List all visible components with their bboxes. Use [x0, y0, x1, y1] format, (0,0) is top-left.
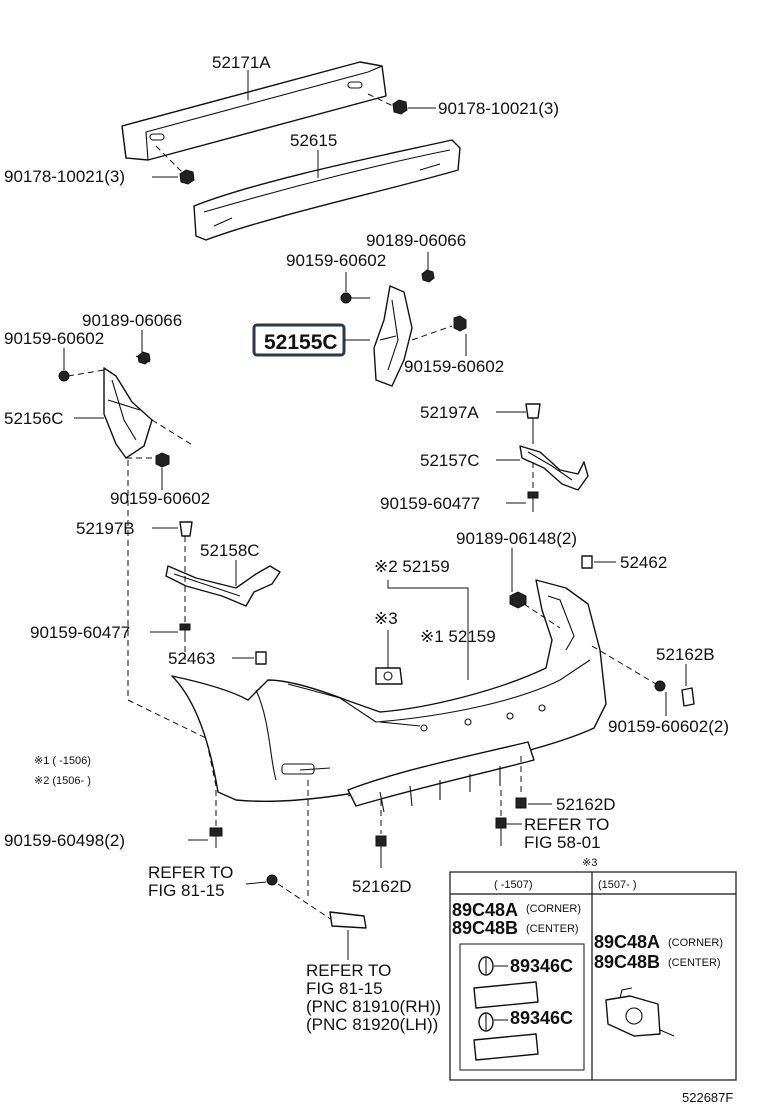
label-lh-nut: 90189-06066: [82, 311, 182, 330]
nut-icon-right: [392, 99, 408, 115]
lower-cover-diffuser: [347, 741, 535, 813]
label-cover-note3: ※3: [374, 609, 398, 628]
inset-col1-note2: (CENTER): [526, 923, 579, 935]
retainer-52156c: [103, 367, 153, 459]
label-lh-bolt-bottom: 90159-60602: [110, 489, 210, 508]
inset-mark: ※3: [582, 857, 597, 869]
label-rh-nut: 90189-06066: [366, 231, 466, 250]
inset-col2-note2: (CENTER): [668, 957, 721, 969]
label-screw-rh: 90159-60477: [380, 494, 480, 513]
label-refer-58-01b: FIG 58-01: [524, 833, 601, 852]
label-nut-left: 90178-10021(3): [4, 167, 125, 186]
retainer-icon-new: [605, 987, 661, 1037]
support-52158c: [165, 565, 281, 607]
label-reflector-1: REFER TO: [306, 961, 391, 980]
inset-col1-part2: 89C48B: [452, 918, 518, 938]
label-52162d-a: 52162D: [352, 877, 412, 896]
label-cover-note2: ※2 52159: [374, 557, 450, 576]
clip-icon-refer-58: [495, 817, 507, 846]
retainer-52155c: [373, 285, 413, 387]
nut-icon-left: [179, 169, 195, 185]
label-52158c: 52158C: [200, 541, 260, 560]
side-cover-52162b: [681, 687, 695, 707]
bolt-icon-lower: [209, 827, 223, 848]
sensor-icon-a: [478, 956, 494, 976]
diagram-id: 522687F: [682, 1090, 733, 1105]
label-reflector-2: FIG 81-15: [306, 979, 383, 998]
inset-col2-part1: 89C48A: [594, 932, 660, 952]
label-52162d-b: 52162D: [556, 795, 616, 814]
label-52156c: 52156C: [4, 409, 64, 428]
sensor-icon-cover: [375, 667, 403, 685]
retainer-icon-b: [473, 1033, 539, 1061]
screw-icon-rh: [527, 491, 539, 512]
inset-col1-note1: (CORNER): [526, 903, 581, 915]
clip-icon-52162d-b: [515, 797, 527, 809]
label-rh-bolt-side: 90159-60602: [404, 357, 504, 376]
label-cover-note1: ※1 52159: [420, 627, 496, 646]
inset-sensor-a: 89346C: [510, 956, 573, 976]
pad-icon-52462: [581, 555, 593, 569]
bolt-icon-rh-top: [340, 292, 370, 304]
reinforcement-52171a: [121, 61, 387, 161]
inset-table: ※3 ( -1507) (1507- ) 89C48A (CORNER) 89C…: [449, 857, 737, 1081]
clip-icon-52197a: [525, 403, 541, 444]
clip-icon-refer: [266, 874, 278, 886]
sensor-icon-b: [478, 1012, 494, 1032]
label-52462: 52462: [620, 553, 667, 572]
label-refer-58-01a: REFER TO: [524, 815, 609, 834]
label-nut-center: 90189-06148(2): [456, 529, 577, 548]
label-52155c[interactable]: 52155C: [264, 331, 338, 354]
inset-col2-note1: (CORNER): [668, 937, 723, 949]
label-screw-lh: 90159-60477: [30, 623, 130, 642]
label-52197a: 52197A: [420, 403, 479, 422]
label-52463: 52463: [168, 649, 215, 668]
clip-icon-52162d-a: [375, 835, 387, 868]
note-1: ※1 ( -1506): [34, 755, 91, 767]
label-bolt-lower: 90159-60498(2): [4, 831, 125, 850]
inset-col2-header: (1507- ): [598, 879, 637, 891]
label-lh-bolt-top: 90159-60602: [4, 329, 104, 348]
inset-col1-header: ( -1507): [494, 879, 533, 891]
label-reflector-3: (PNC 81910(RH)): [306, 997, 441, 1016]
nut-icon-center: [509, 591, 527, 609]
clip-icon-52197b: [179, 521, 193, 537]
label-refer-81-15a: REFER TO: [148, 863, 233, 882]
bolt-icon-rh-side: [453, 315, 467, 332]
label-52197b: 52197B: [76, 519, 135, 538]
label-rh-bolt-top: 90159-60602: [286, 251, 386, 270]
label-refer-81-15b: FIG 81-15: [148, 881, 225, 900]
label-52162b: 52162B: [656, 645, 715, 664]
inset-col2-part2: 89C48B: [594, 952, 660, 972]
label-nut-right: 90178-10021(3): [438, 99, 559, 118]
inset-col1-part1: 89C48A: [452, 900, 518, 920]
label-reflector-4: (PNC 81920(LH)): [306, 1015, 438, 1034]
label-52615: 52615: [290, 131, 337, 150]
bolt-icon-lh-top: [58, 370, 70, 382]
absorber-52615: [193, 139, 461, 241]
bumper-cover-52159: [171, 579, 607, 802]
bolt-icon-cover-rh: [654, 680, 666, 692]
retainer-icon-a: [473, 981, 539, 1009]
support-52157c: [519, 445, 589, 491]
inset-sensor-b: 89346C: [510, 1008, 573, 1028]
nut-icon-rh: [421, 269, 435, 283]
bolt-icon-lh-bottom: [155, 452, 170, 468]
label-52157c: 52157C: [420, 451, 480, 470]
label-52171a: 52171A: [212, 53, 271, 72]
label-cover-rh-bolt: 90159-60602(2): [608, 717, 729, 736]
reflector: [329, 911, 367, 929]
pad-icon-52463: [255, 651, 267, 665]
note-2: ※2 (1506- ): [34, 775, 91, 787]
screw-icon-lh: [179, 623, 191, 642]
